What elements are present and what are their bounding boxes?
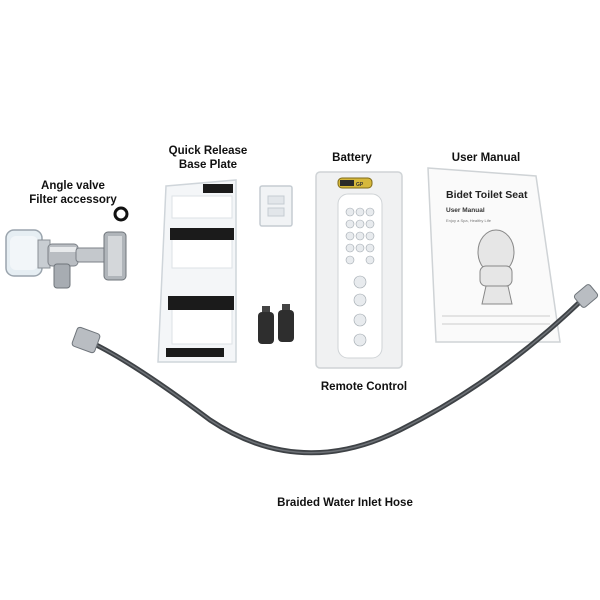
label-remote-control: Remote Control [320, 381, 408, 393]
label-battery: Battery [332, 152, 372, 164]
label-angle-valve-line1: Angle valve [41, 180, 105, 192]
mounting-bracket [259, 185, 293, 227]
label-base-plate-line1: Quick Release [168, 145, 248, 157]
manual-subtitle: User Manual [446, 207, 485, 214]
screw-anchors [258, 304, 294, 344]
label-base-plate-line2: Base Plate [178, 159, 238, 171]
remote-package: GP [315, 171, 403, 369]
label-hose: Braided Water Inlet Hose [277, 497, 413, 509]
water-inlet-hose [71, 284, 599, 456]
manual-title: Bidet Toilet Seat [446, 189, 528, 201]
user-manual: Bidet Toilet Seat User Manual Enjoy a Sp… [427, 167, 561, 343]
manual-tagline: Enjoy a Spa, Healthy Life [446, 218, 492, 223]
label-base-plate: Quick Release Base Plate [160, 144, 256, 172]
base-plate [157, 179, 237, 363]
angle-valve-filter [5, 206, 129, 289]
battery-brand: GP [356, 182, 364, 188]
label-angle-valve-line2: Filter accessory [29, 194, 117, 206]
label-user-manual: User Manual [451, 152, 521, 164]
label-angle-valve: Angle valve Filter accessory [18, 179, 128, 207]
